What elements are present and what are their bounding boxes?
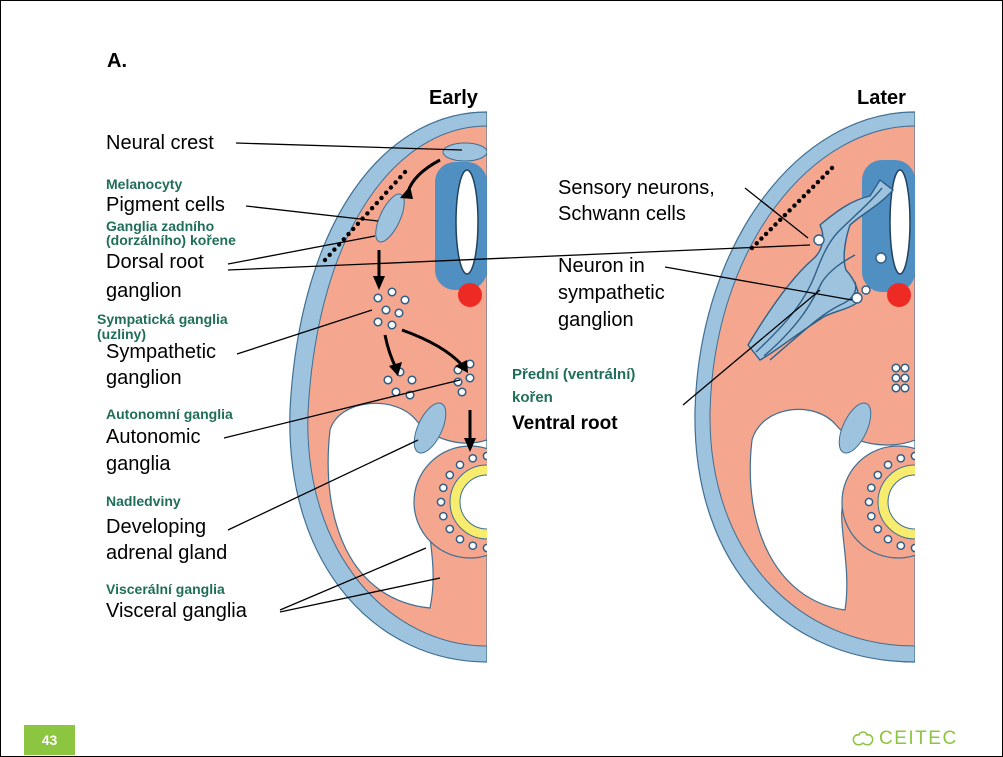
heading-early: Early: [429, 88, 478, 109]
slide-number: 43: [24, 725, 75, 755]
label-sympathetic-2: ganglion: [106, 368, 182, 389]
label-melanocyty: Melanocyty: [106, 177, 182, 192]
heading-later: Later: [857, 88, 906, 109]
label-dorsal-root-1: Dorsal root: [106, 252, 204, 273]
cluster-later: [892, 364, 909, 392]
label-neuron-symp-2: sympathetic: [558, 283, 665, 304]
label-neuron-symp-1: Neuron in: [558, 256, 645, 277]
label-neuron-symp-3: ganglion: [558, 310, 634, 331]
panel-label: A.: [107, 51, 127, 72]
label-autonomni: Autonomní ganglia: [106, 407, 233, 422]
label-adrenal-2: adrenal gland: [106, 543, 227, 564]
label-sympaticka-1: Sympatická ganglia: [97, 312, 228, 327]
ceitec-logo: CEITEC: [851, 728, 958, 750]
label-ganglia-zadniho-2: (dorzálního) kořene: [106, 233, 236, 248]
ceitec-logo-text: CEITEC: [879, 728, 958, 750]
label-ventral-root: Ventral root: [512, 414, 618, 434]
later-embryo-section: [695, 112, 965, 662]
label-autonomic-1: Autonomic: [106, 427, 201, 448]
label-sympathetic-1: Sympathetic: [106, 342, 216, 363]
ceitec-logo-icon: [851, 729, 875, 749]
label-predni-2: kořen: [512, 390, 553, 406]
label-adrenal-1: Developing: [106, 517, 206, 538]
label-visceral: Visceral ganglia: [106, 601, 247, 622]
label-sympaticka-2: (uzliny): [97, 327, 146, 342]
label-dorsal-root-2: ganglion: [106, 281, 182, 302]
label-nadledviny: Nadledviny: [106, 494, 181, 509]
early-embryo-section: [290, 112, 537, 662]
label-neural-crest: Neural crest: [106, 133, 214, 154]
label-predni-1: Přední (ventrální): [512, 367, 635, 383]
label-autonomic-2: ganglia: [106, 454, 171, 475]
label-sensory-1: Sensory neurons,: [558, 178, 715, 199]
label-sensory-2: Schwann cells: [558, 204, 686, 225]
label-visceralni: Viscerální ganglia: [106, 582, 225, 597]
label-pigment-cells: Pigment cells: [106, 195, 225, 216]
